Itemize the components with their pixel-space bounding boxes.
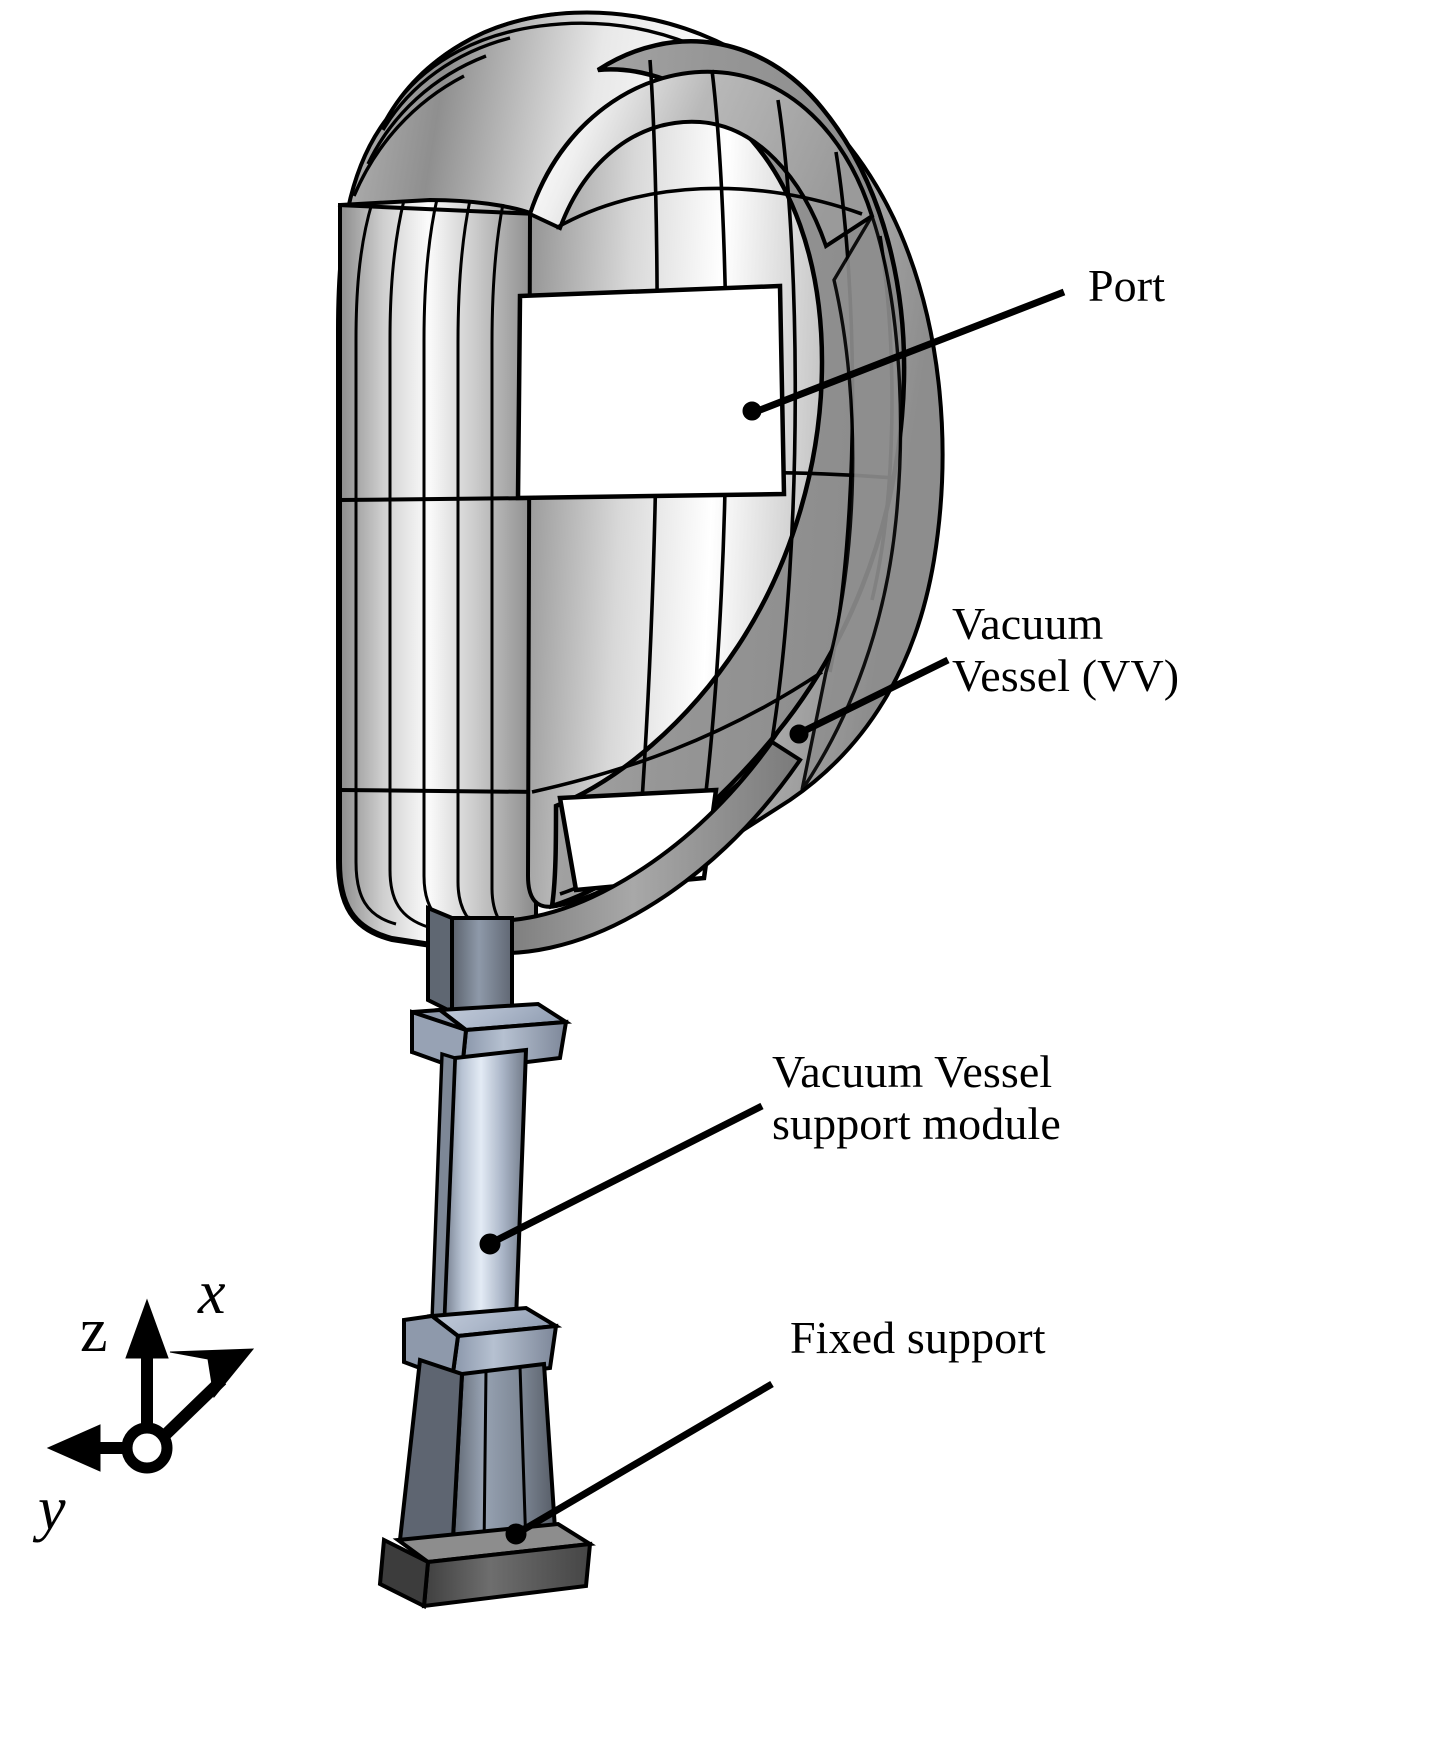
support-bottom-flange-left xyxy=(402,1313,461,1383)
callout-label-support-module: Vacuum Vessel support module xyxy=(772,1046,1061,1149)
vessel-rim-shadow xyxy=(800,211,903,791)
axis-line-x xyxy=(155,1375,227,1445)
axis-label-z: z xyxy=(80,1297,108,1365)
callout-label-vacuum-vessel-line2: Vessel (VV) xyxy=(952,649,1180,701)
callout-label-vacuum-vessel-line1: Vacuum xyxy=(952,598,1104,649)
axis-origin-marker xyxy=(121,1422,173,1474)
axis-arrowhead-y xyxy=(46,1424,101,1472)
support-upper-neck-side xyxy=(426,905,454,1016)
vessel-front-face xyxy=(549,39,907,910)
support-column-shaft xyxy=(441,1047,529,1329)
callout-label-support-module-line1: Vacuum Vessel xyxy=(772,1046,1053,1097)
axis-label-x: x xyxy=(198,1259,226,1327)
axis-arrowhead-x xyxy=(169,1348,255,1399)
leader-line-vacuum-vessel xyxy=(804,656,950,734)
base-plate-left xyxy=(377,1536,431,1610)
callout-leaders xyxy=(479,288,1066,1545)
pedestal-left xyxy=(397,1357,465,1559)
pedestal-taper-line xyxy=(482,1365,528,1551)
axis-arrowhead-z xyxy=(125,1298,169,1359)
vacuum-vessel-support-module xyxy=(402,905,573,1383)
callout-label-support-module-line2: support module xyxy=(772,1097,1061,1149)
leader-dot-fixed-support xyxy=(505,1523,527,1545)
coordinate-triad xyxy=(46,1298,255,1474)
support-upper-neck xyxy=(450,916,514,1014)
vessel-left-band xyxy=(338,197,538,953)
leader-dot-support-module xyxy=(479,1233,501,1255)
leader-line-fixed-support xyxy=(521,1380,774,1534)
leader-line-support-module xyxy=(495,1102,764,1244)
vacuum-vessel-assembly xyxy=(336,10,945,956)
leader-line-port xyxy=(758,288,1066,414)
vessel-band-divisions xyxy=(337,203,541,794)
leader-dot-port xyxy=(742,401,762,421)
vessel-top-cap-lines xyxy=(352,12,691,197)
callout-label-fixed-support: Fixed support xyxy=(790,1312,1046,1363)
leader-dot-vacuum-vessel xyxy=(789,724,809,744)
callout-label-vacuum-vessel: Vacuum Vessel (VV) xyxy=(952,598,1179,701)
port-opening-upper xyxy=(515,283,787,501)
fixed-support xyxy=(377,1357,596,1610)
axis-label-y: y xyxy=(38,1475,66,1543)
callout-label-port: Port xyxy=(1088,260,1166,311)
